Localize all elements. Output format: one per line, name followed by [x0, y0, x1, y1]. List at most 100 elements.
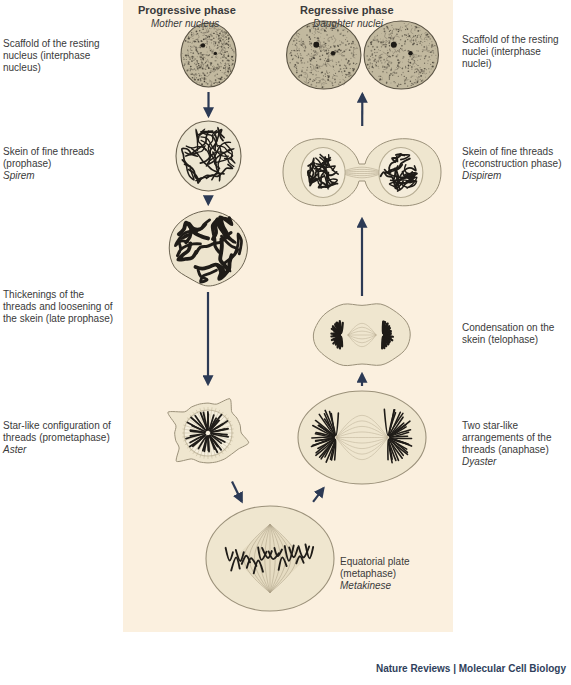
- stage-cell: Two star-like arrangements of the thread…: [297, 390, 427, 485]
- chromatin-dot: [222, 60, 224, 62]
- chromatin-dot: [341, 50, 342, 51]
- chromatin-dot: [191, 50, 192, 51]
- chromatin-dot: [336, 27, 337, 28]
- chromatin-dot: [416, 44, 418, 46]
- chromatin-dot: [196, 32, 198, 34]
- chromatin-dot: [201, 40, 203, 42]
- chromosome: [254, 561, 263, 574]
- chromatin-fiber: [343, 79, 346, 85]
- chromatin-dot: [316, 85, 317, 86]
- stage-cell: Equatorial plate (metaphase)Metakinese: [205, 505, 335, 612]
- chromatin-dot: [415, 79, 416, 80]
- chromatin-dot: [183, 59, 184, 60]
- chromatin-dot: [406, 35, 407, 36]
- chromatin-dot: [315, 28, 316, 29]
- chromatin-dot: [332, 85, 333, 86]
- chromatin-dot: [195, 64, 197, 66]
- chromatin-fiber: [396, 66, 402, 69]
- chromatin-dot: [334, 46, 336, 48]
- chromatin-dot: [408, 62, 410, 64]
- spindle-fibre: [339, 167, 384, 172]
- chromatin-dot: [189, 58, 191, 60]
- chromatin-dot: [335, 73, 336, 74]
- chromatin-dot: [188, 63, 190, 65]
- chromatin-dot: [370, 43, 372, 45]
- chromatin-dot: [190, 46, 191, 47]
- chromatin-dot: [197, 66, 198, 67]
- chromatin-dot: [351, 52, 353, 54]
- stage-term: Spirem: [3, 170, 115, 182]
- chromatin-dot: [311, 69, 312, 70]
- chromatin-dot: [305, 73, 306, 74]
- chromatin-fiber: [393, 48, 395, 54]
- chromatin-dot: [199, 82, 200, 83]
- chromatin-dot: [408, 70, 410, 72]
- chromatin-dot: [292, 58, 293, 59]
- chromatin-dot: [403, 78, 405, 80]
- chromatin-dot: [416, 50, 417, 51]
- chromatin-dot: [375, 64, 376, 65]
- chromatin-dot: [411, 66, 413, 68]
- chromatin-dot: [337, 31, 338, 32]
- chromatin-dot: [408, 65, 409, 66]
- chromatin-dot: [341, 42, 342, 43]
- chromatin-dot: [318, 31, 320, 33]
- chromatin-dot: [220, 62, 221, 63]
- chromatin-dot: [333, 66, 335, 68]
- chromatin-dot: [379, 79, 380, 80]
- chromatin-dot: [348, 72, 350, 74]
- chromatin-thread: [308, 158, 314, 171]
- chromatin-dot: [399, 52, 401, 54]
- chromatin-dot: [344, 65, 345, 66]
- chromatin-dot: [424, 68, 425, 69]
- chromatin-fiber: [325, 46, 331, 49]
- chromatin-fiber: [202, 54, 208, 56]
- chromatin-dot: [342, 55, 343, 56]
- chromatin-dot: [213, 67, 215, 69]
- chromatin-dot: [374, 49, 376, 51]
- chromatin-dot: [299, 57, 301, 59]
- chromatin-dot: [219, 49, 221, 51]
- chromatin-dot: [335, 26, 337, 28]
- chromatin-dot: [221, 71, 223, 73]
- chromatin-dot: [318, 27, 319, 28]
- chromatin-fiber: [302, 42, 305, 48]
- chromatin-dot: [403, 56, 405, 58]
- cell-outline: [180, 22, 237, 88]
- chromatin-dot: [209, 71, 211, 73]
- chromatin-dot: [312, 74, 314, 76]
- chromatin-dot: [348, 63, 349, 64]
- chromatin-dot: [224, 61, 226, 63]
- stage-description: Thickenings of the threads and loosening…: [3, 289, 115, 325]
- chromatin-dot: [317, 70, 319, 72]
- chromosome: [279, 557, 287, 569]
- chromatin-dot: [301, 62, 302, 63]
- chromatin-dot: [372, 71, 373, 72]
- chromatin-dot: [344, 35, 345, 36]
- chromatin-dot: [386, 26, 387, 27]
- stage-cell: Scaffold of the resting nucleus (interph…: [180, 22, 237, 88]
- chromatin-dot: [212, 69, 213, 70]
- chromatin-dot: [310, 66, 312, 68]
- chromatin-dot: [211, 42, 212, 43]
- chromatin-dot: [338, 53, 340, 55]
- chromatin-dot: [207, 41, 208, 42]
- chromatin-dot: [310, 72, 312, 74]
- stage-description: Equatorial plate (metaphase): [340, 556, 440, 580]
- chromatin-dot: [423, 46, 425, 48]
- chromatin-dot: [383, 28, 384, 29]
- chromatin-dot: [349, 72, 350, 73]
- chromatin-dot: [221, 38, 222, 39]
- chromatin-dot: [200, 25, 202, 27]
- chromatin-dot: [403, 22, 405, 24]
- chromatin-dot: [336, 64, 337, 65]
- chromatin-dot: [421, 44, 423, 46]
- spindle-fibre: [348, 323, 377, 335]
- chromatin-dot: [420, 75, 422, 77]
- chromatin-dot: [370, 62, 372, 64]
- chromatin-dot: [317, 37, 319, 39]
- chromatin-dot: [225, 34, 227, 36]
- chromatin-fiber: [191, 47, 196, 51]
- chromatin-dot: [215, 82, 216, 83]
- chromatin-dot: [203, 39, 204, 40]
